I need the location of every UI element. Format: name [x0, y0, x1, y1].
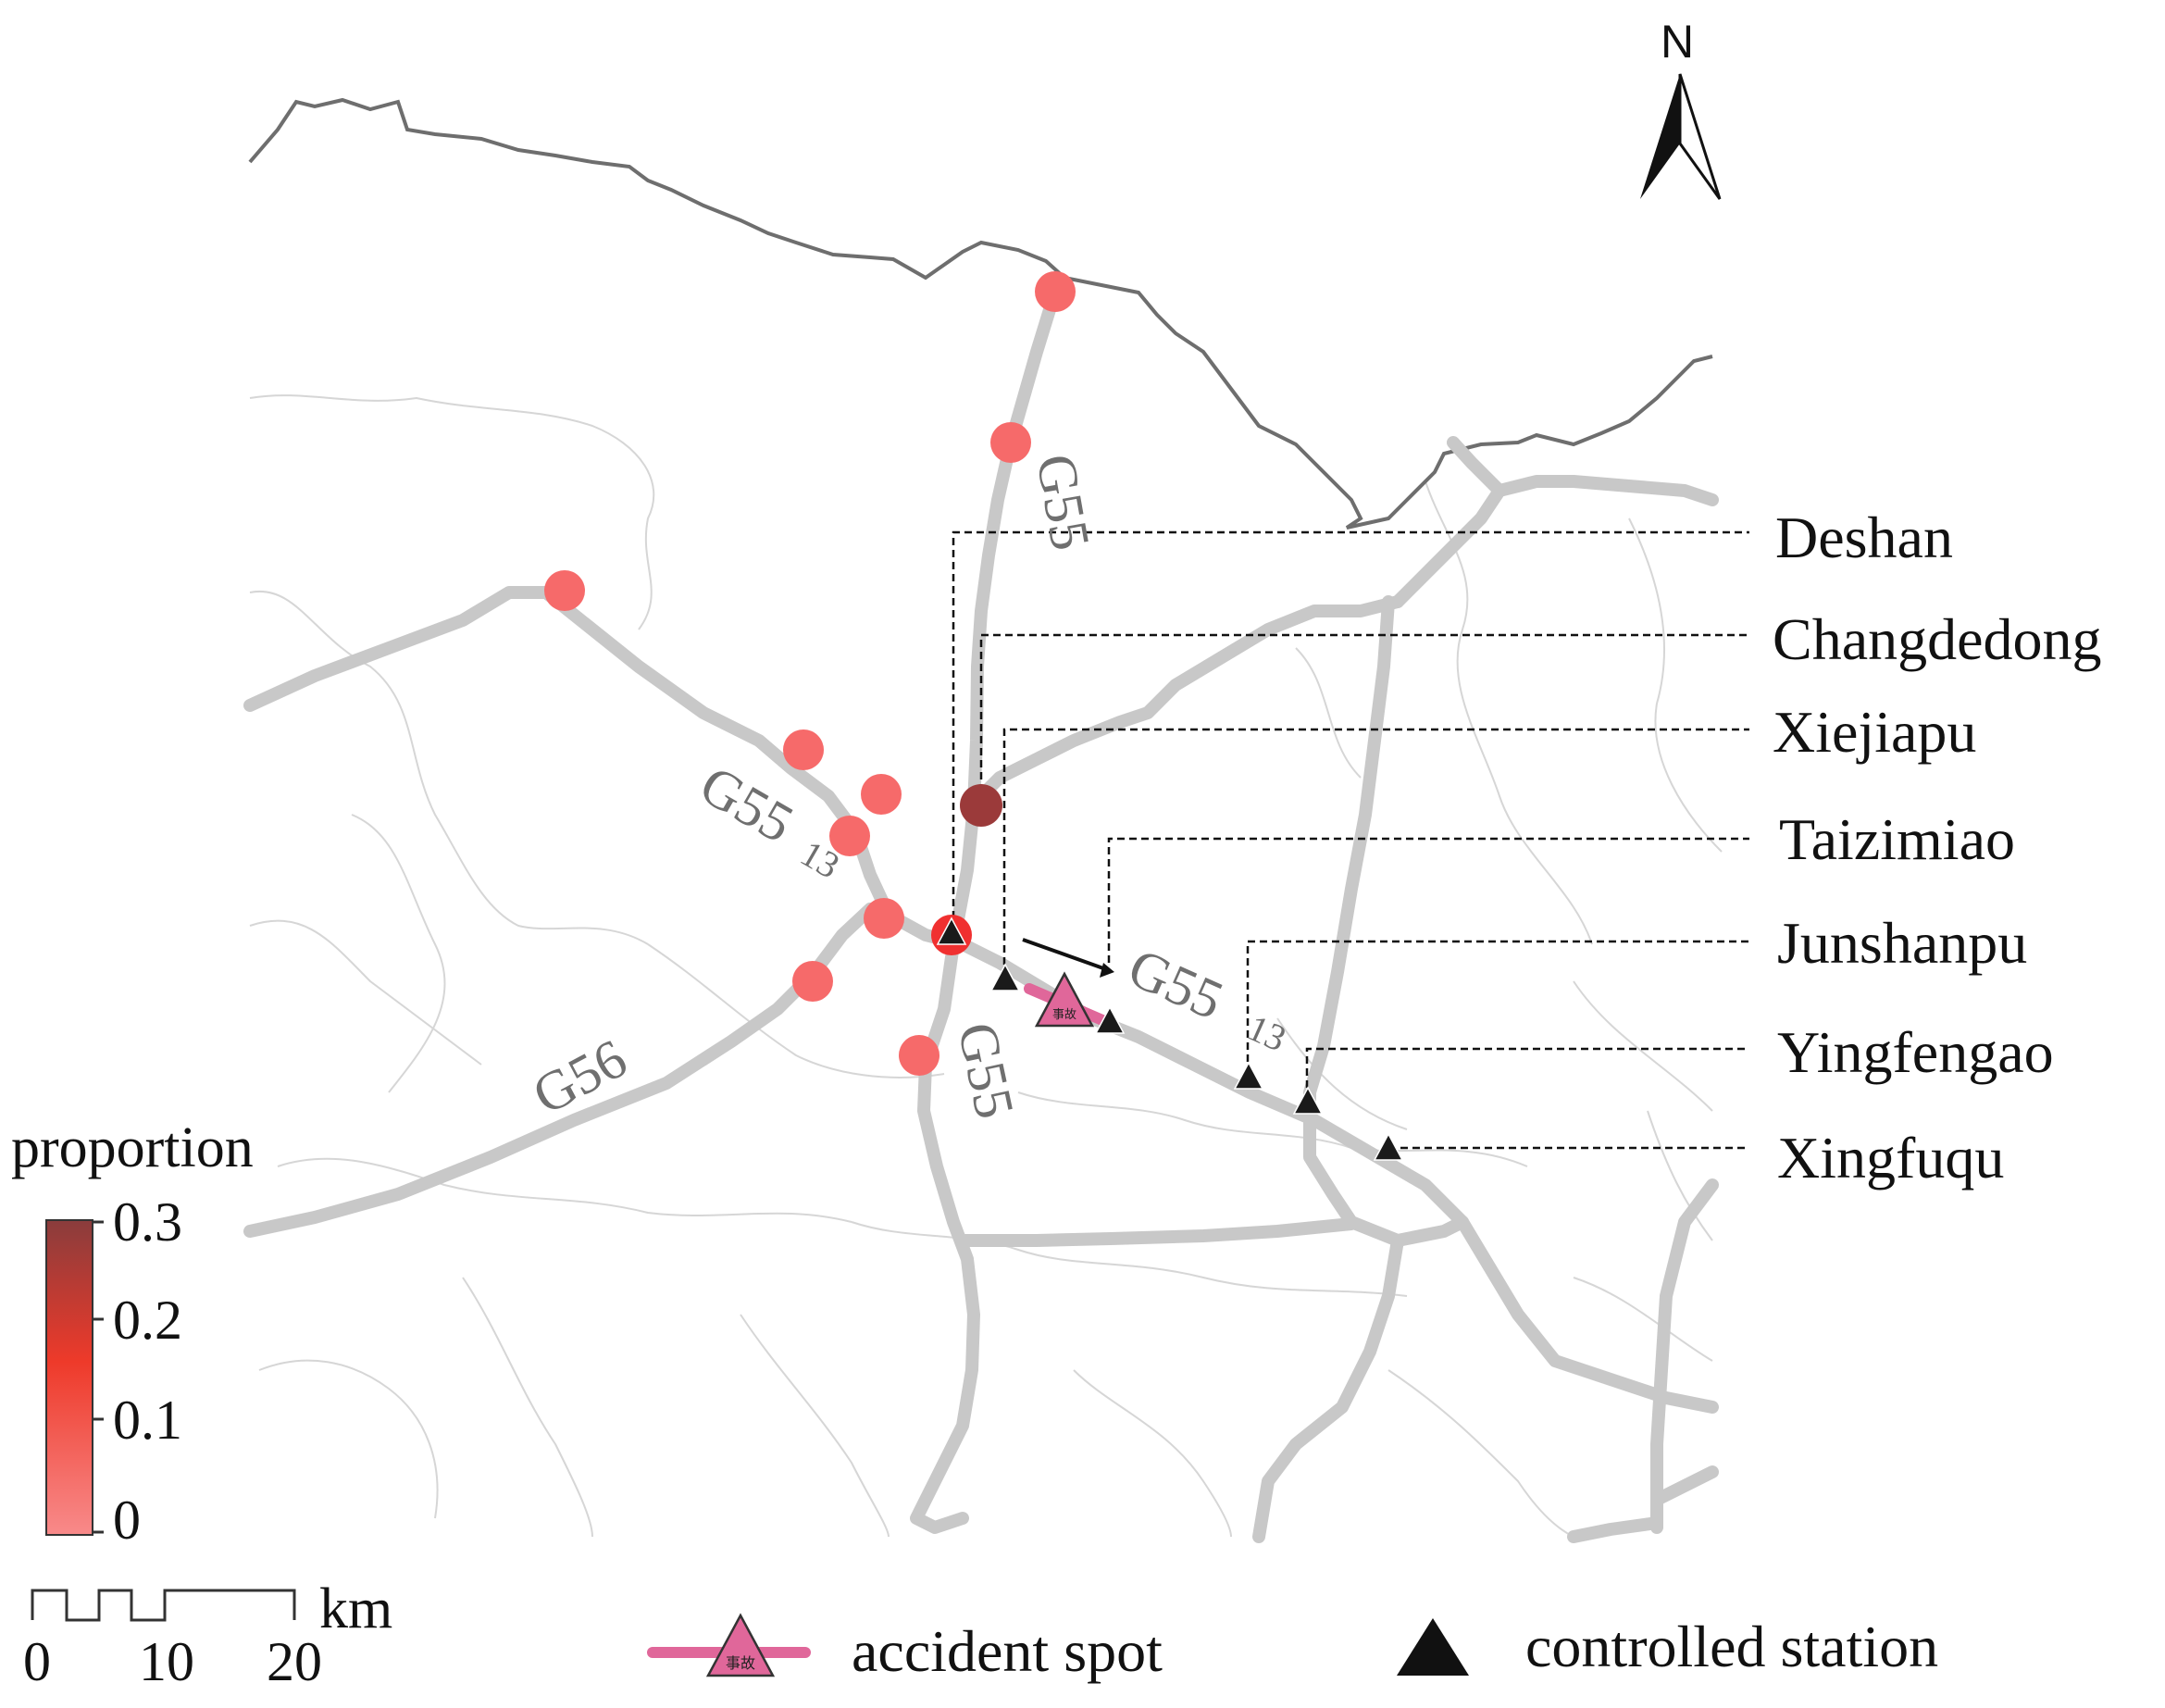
road-g5513-east	[1086, 1012, 1469, 1228]
label-g55-upper: G55	[1025, 450, 1101, 555]
station-labels: Deshan Changdedong Xiejiapu Taizimiao Ju…	[1773, 505, 2102, 1191]
scale-tick-0: 0	[23, 1631, 51, 1692]
label-g55-lower: G55	[946, 1017, 1026, 1124]
road-mid-east	[956, 1217, 1358, 1247]
station-label-taizimiao: Taizimiao	[1779, 806, 2015, 872]
north-label: N	[1661, 16, 1694, 68]
station-markers	[936, 916, 1404, 1161]
accident-legend: 事故 accident spot	[647, 1613, 1163, 1684]
leader-xiejiapu	[1002, 728, 1749, 977]
station-yingfengao	[1292, 1086, 1324, 1115]
node-g55-south	[899, 1035, 939, 1076]
leader-lines	[952, 530, 1749, 1150]
detour-arrow	[1022, 938, 1114, 978]
scale-tick-20: 20	[267, 1631, 322, 1692]
road-east-low	[1650, 1465, 1719, 1506]
station-label-xiejiapu: Xiejiapu	[1773, 699, 1976, 765]
north-arrow-left	[1640, 74, 1680, 199]
station-taizimiao	[1094, 1005, 1126, 1034]
road-northeast-3	[1447, 436, 1506, 497]
station-junshanpu	[1233, 1061, 1264, 1090]
station-label-yingfengao: Yingfengao	[1777, 1019, 2054, 1085]
station-xiejiapu	[989, 963, 1021, 991]
station-label-deshan: Deshan	[1775, 505, 1953, 570]
proportion-tick-0.2: 0.2	[113, 1290, 182, 1351]
road-northeast-vert	[1303, 595, 1469, 1247]
accident-legend-glyph: 事故	[726, 1655, 755, 1672]
proportion-tick-0.3: 0.3	[113, 1191, 182, 1253]
node-junction-2	[829, 816, 870, 856]
proportion-legend: proportion 0.3 0.2 0.1 0	[11, 1116, 254, 1551]
accident-legend-label: accident spot	[852, 1618, 1163, 1684]
node-junction-1	[861, 774, 902, 815]
scale-unit: km	[319, 1577, 392, 1640]
accident-glyph: 事故	[1052, 1007, 1076, 1021]
road-network	[243, 285, 1719, 1543]
leader-deshan	[952, 530, 1749, 930]
node-g5513-west-mid	[783, 729, 824, 770]
station-label-changdedong: Changdedong	[1773, 606, 2102, 672]
node-g55-north-2	[990, 422, 1031, 463]
road-south-bottom	[1567, 1516, 1663, 1543]
province-boundary	[248, 97, 1713, 530]
north-arrow: N	[1640, 16, 1722, 200]
leader-yingfengao	[1305, 1047, 1749, 1100]
road-g56	[243, 903, 895, 1238]
proportion-nodes	[544, 271, 1076, 1076]
node-changdedong-high	[960, 784, 1002, 827]
node-g55-north-1	[1035, 271, 1076, 312]
node-g56-east	[792, 961, 833, 1002]
road-southeast-2	[1252, 1234, 1404, 1543]
scale-tick-10: 10	[139, 1631, 194, 1692]
road-g55-north	[910, 285, 1062, 1534]
proportion-tick-0.1: 0.1	[113, 1390, 182, 1451]
north-arrow-right	[1678, 73, 1722, 200]
road-northeast-2	[1391, 475, 1719, 608]
accident-marker: 事故	[1034, 971, 1095, 1028]
station-label-junshanpu: Junshanpu	[1777, 910, 2027, 976]
road-northeast-1	[975, 595, 1404, 803]
leader-junshanpu	[1246, 940, 1749, 1074]
label-g5513-right: G55	[1120, 937, 1232, 1031]
station-deshan	[936, 916, 967, 945]
road-east-edge	[1650, 1178, 1719, 1534]
district-boundaries	[249, 394, 1723, 1538]
proportion-tick-0: 0	[113, 1490, 141, 1551]
leader-taizimiao	[1107, 837, 1749, 963]
station-xingfuqu	[1373, 1132, 1404, 1161]
controlled-station-legend: controlled station	[1397, 1614, 1938, 1679]
label-g5513-right-sub: 13	[1241, 1006, 1292, 1059]
road-labels: G55 G55 G56 G55 13 G55 13	[523, 450, 1292, 1127]
node-junction-3	[864, 898, 904, 939]
proportion-title: proportion	[11, 1116, 254, 1179]
station-label-xingfuqu: Xingfuqu	[1777, 1125, 2004, 1191]
scale-bar: km 0 10 20	[23, 1577, 392, 1692]
proportion-colorbar	[45, 1219, 93, 1536]
controlled-station-legend-icon	[1397, 1618, 1469, 1676]
controlled-station-legend-label: controlled station	[1525, 1614, 1938, 1679]
leader-changdedong	[979, 633, 1749, 792]
node-g5513-west-far	[544, 570, 585, 611]
